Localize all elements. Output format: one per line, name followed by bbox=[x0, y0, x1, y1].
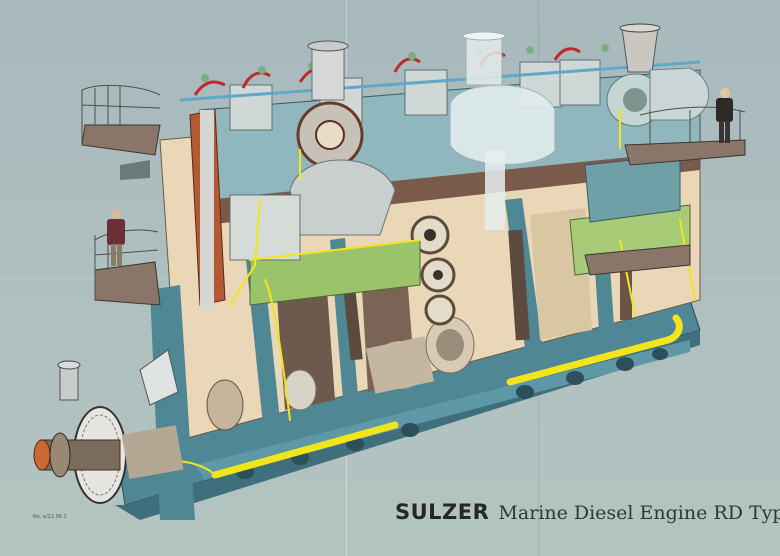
turbocharger-transparent bbox=[449, 31, 556, 230]
brand-name: SULZER bbox=[395, 500, 490, 524]
person-left bbox=[107, 209, 125, 266]
person-right bbox=[716, 88, 733, 143]
platform-right bbox=[584, 106, 746, 276]
gear-train bbox=[410, 215, 456, 326]
reference-number: No. e/22.06.1 bbox=[33, 514, 67, 520]
platform-lower-left bbox=[94, 229, 161, 306]
poster-caption: SULZER Marine Diesel Engine RD Type bbox=[395, 500, 780, 524]
poster-title: Marine Diesel Engine RD Type bbox=[498, 502, 780, 524]
crankshaft bbox=[206, 316, 475, 431]
turbocharger-left bbox=[289, 40, 396, 236]
flywheel-shaft-assembly bbox=[33, 349, 184, 504]
platform-upper-left bbox=[81, 84, 161, 180]
